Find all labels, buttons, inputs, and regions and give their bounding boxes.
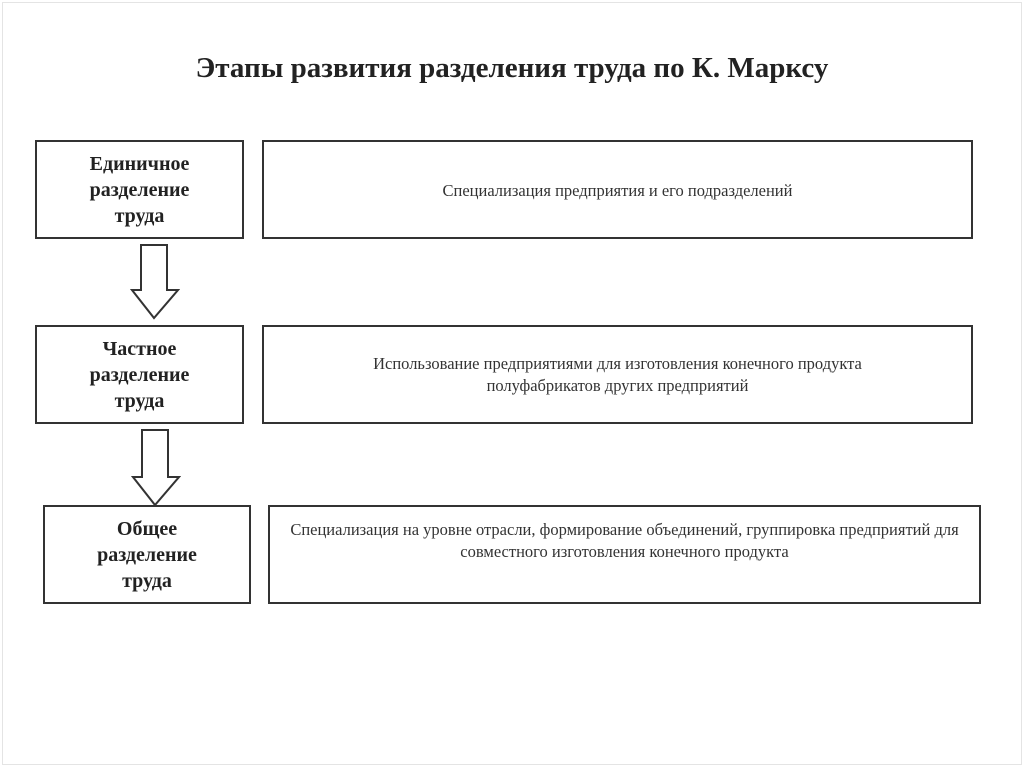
stage-3-label-box: Общее разделение труда bbox=[43, 505, 251, 604]
down-arrow-icon bbox=[130, 244, 180, 320]
stage-2-description-box: Использование предприятиями для изготовл… bbox=[262, 325, 973, 424]
stage-2-label-box: Частное разделение труда bbox=[35, 325, 244, 424]
diagram-title: Этапы развития разделения труда по К. Ма… bbox=[195, 52, 829, 84]
stage-2-description: Использование предприятиями для изготовл… bbox=[373, 354, 862, 395]
stage-3-description: Специализация на уровне отрасли, формиро… bbox=[290, 520, 959, 561]
stage-2-label: Частное разделение труда bbox=[89, 337, 190, 412]
stage-1-label: Единичное разделение труда bbox=[89, 152, 190, 227]
stage-1-description-box: Специализация предприятия и его подразде… bbox=[262, 140, 973, 239]
stage-1-description: Специализация предприятия и его подразде… bbox=[442, 181, 793, 200]
stage-3-label: Общее разделение труда bbox=[97, 517, 197, 592]
stage-1-label-box: Единичное разделение труда bbox=[35, 140, 244, 239]
stage-3-description-box: Специализация на уровне отрасли, формиро… bbox=[268, 505, 981, 604]
down-arrow-icon bbox=[131, 429, 181, 507]
